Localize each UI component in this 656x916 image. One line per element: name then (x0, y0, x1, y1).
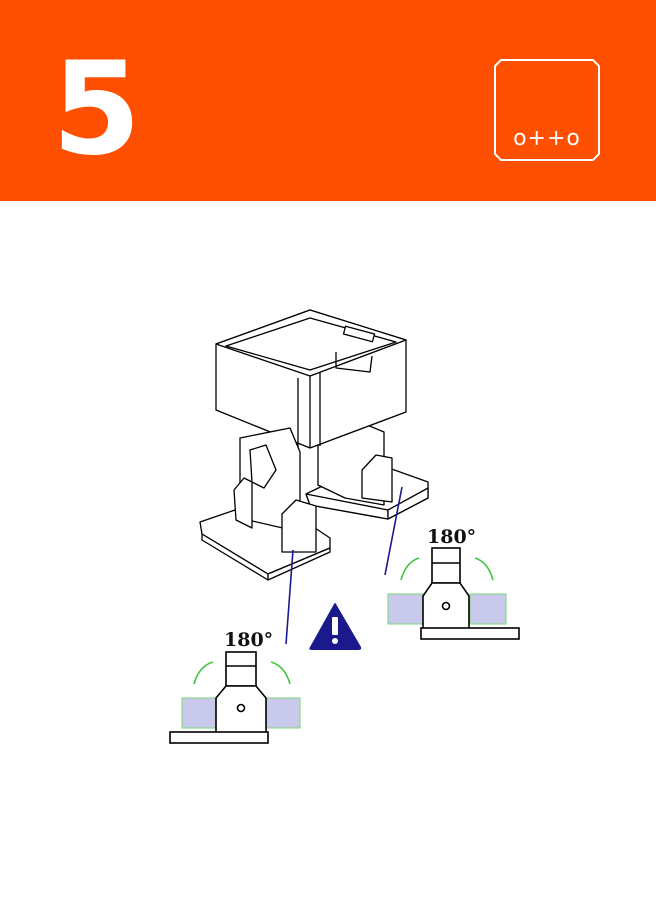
leader-line-left (285, 549, 294, 645)
robot-body (215, 309, 407, 449)
left-foot-detail (169, 651, 301, 744)
rotation-angle-label: 180° (224, 629, 274, 651)
rotation-angle-label: 180° (427, 526, 477, 548)
otto-logo-icon: o++o (494, 59, 600, 161)
left-leg (199, 427, 331, 581)
assembly-illustration: 180° 180° (0, 201, 656, 912)
step-header: 5 o++o (0, 0, 656, 201)
logo-text: o++o (513, 126, 581, 151)
warning-triangle-icon (309, 603, 362, 650)
leader-line-right (384, 486, 403, 576)
step-number: 5 (52, 35, 141, 184)
right-foot-detail (387, 547, 520, 640)
right-leg (305, 421, 429, 520)
